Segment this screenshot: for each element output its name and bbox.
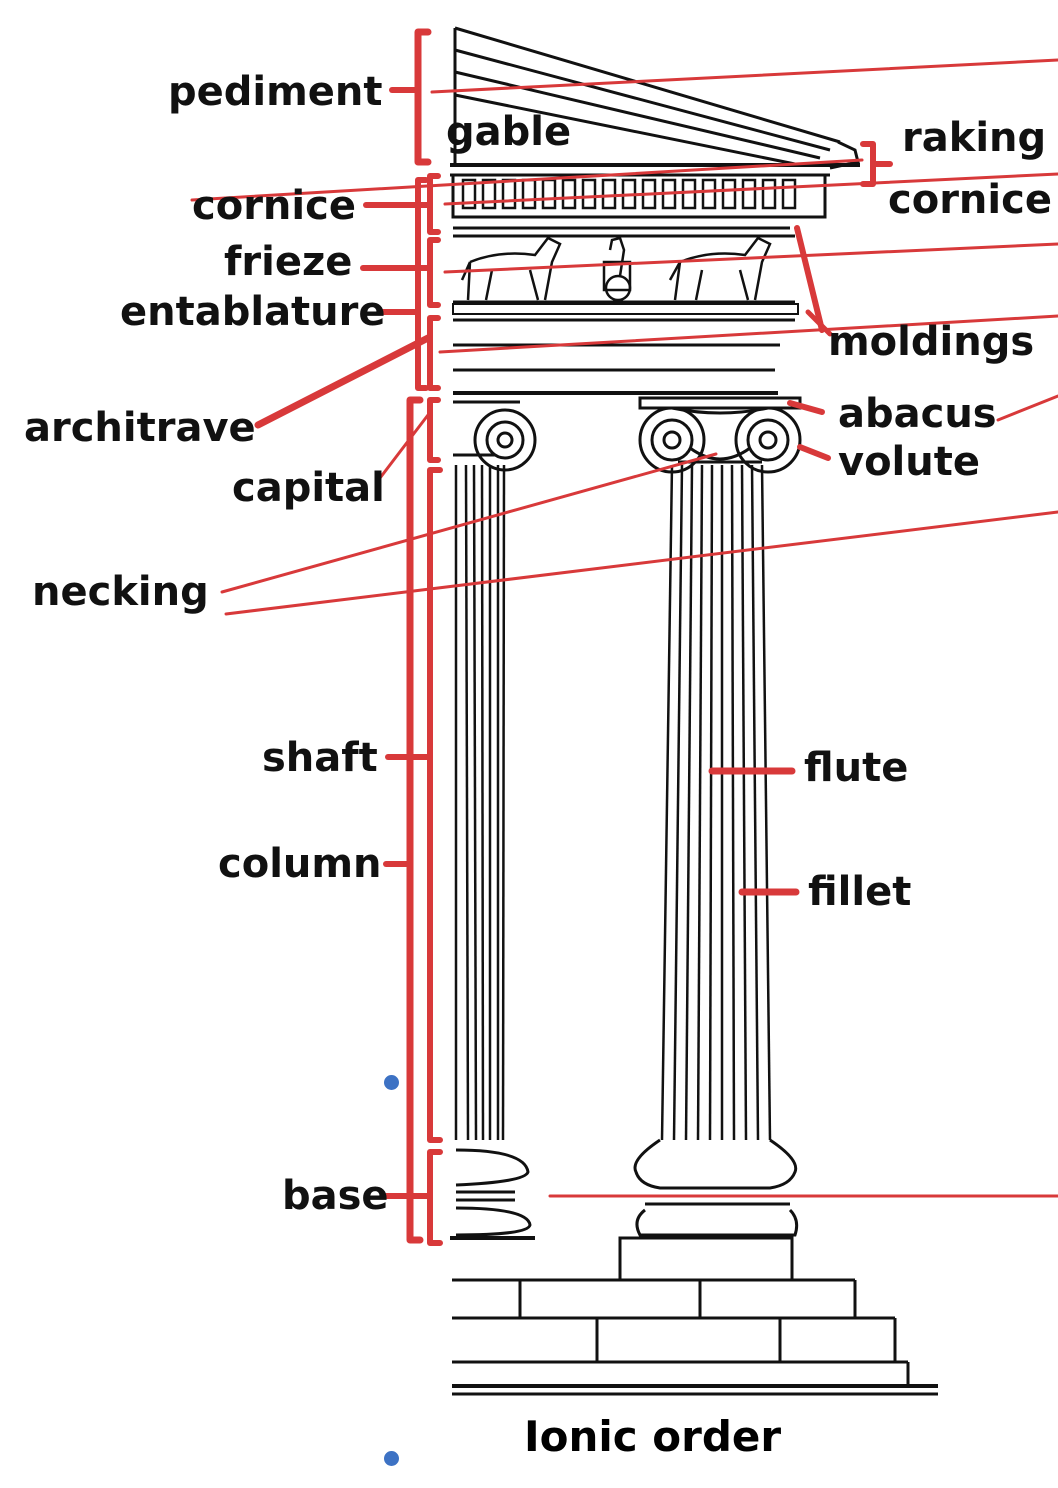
- label-base: base: [282, 1173, 389, 1219]
- diagram-caption: Ionic order: [524, 1412, 782, 1461]
- left-base: [450, 1148, 535, 1240]
- label-moldings: moldings: [828, 319, 1035, 365]
- right-base: [633, 1138, 799, 1237]
- left-shaft: [454, 464, 506, 1141]
- left-capital: [453, 400, 537, 472]
- label-capital: capital: [232, 465, 385, 511]
- marker-dot-lower[interactable]: [384, 1451, 399, 1466]
- temple-steps: [452, 1236, 938, 1396]
- label-raking: raking: [902, 115, 1047, 161]
- label-cornice-right: cornice: [888, 177, 1052, 223]
- label-flute: flute: [804, 745, 909, 791]
- label-necking: necking: [32, 569, 209, 615]
- label-column: column: [218, 841, 382, 887]
- label-frieze: frieze: [224, 239, 353, 285]
- label-shaft: shaft: [262, 735, 378, 781]
- right-capital: [638, 396, 802, 474]
- dentils: [461, 178, 797, 210]
- annotation-lines: [190, 28, 1058, 1246]
- temple-drawing: [450, 26, 938, 1396]
- label-gable: gable: [446, 109, 572, 155]
- label-volute: volute: [838, 439, 980, 485]
- right-shaft: [660, 464, 772, 1141]
- label-abacus: abacus: [838, 391, 997, 437]
- label-fillet: fillet: [808, 869, 912, 915]
- label-pediment: pediment: [168, 69, 383, 115]
- label-architrave: architrave: [24, 405, 256, 451]
- label-cornice-left: cornice: [192, 183, 356, 229]
- label-entablature: entablature: [120, 289, 386, 335]
- marker-dot-upper[interactable]: [384, 1075, 399, 1090]
- frieze-relief: [460, 236, 772, 302]
